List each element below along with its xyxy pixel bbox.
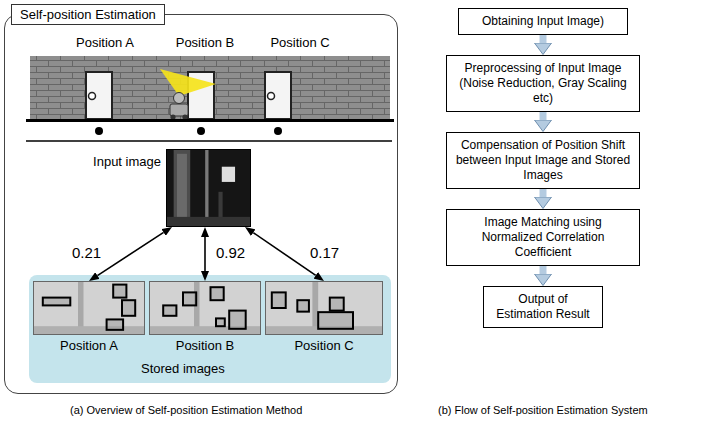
door-knob: [89, 93, 96, 100]
stored-images-band: Stored imagesPosition APosition BPositio…: [29, 275, 391, 383]
photo: [266, 282, 382, 334]
score-label: 0.21: [70, 244, 103, 261]
photo-ground: [34, 282, 144, 334]
feature-box: [216, 318, 225, 326]
position-label: Position A: [45, 35, 165, 50]
input-image: Input image: [166, 149, 251, 227]
position-dot: [197, 127, 205, 135]
process-box: Preprocessing of Input Image (Noise Redu…: [446, 55, 640, 112]
band-fill: [29, 275, 391, 383]
score-label: 0.17: [308, 244, 341, 261]
process-label: Preprocessing of Input Image (Noise Redu…: [453, 61, 633, 106]
position-dot: [274, 127, 282, 135]
stored-image: Position C: [265, 281, 383, 335]
separator-line: [26, 140, 392, 142]
feature-box: [107, 319, 124, 329]
process-box: Output of Estimation Result: [483, 286, 603, 328]
robot-wheel: [170, 114, 175, 119]
process-box: Compensation of Position Shift between I…: [446, 132, 640, 189]
image-caption: Position C: [266, 338, 382, 353]
robot-head: [174, 93, 185, 104]
photo-ground: [167, 150, 250, 226]
door-knob: [268, 93, 275, 100]
band-caption: Stored images: [141, 361, 225, 376]
feature-box: [211, 287, 224, 300]
photo-door: [174, 150, 191, 226]
figure-panel: Self-position EstimationInput imageStore…: [4, 14, 398, 394]
door: [265, 72, 291, 119]
photo: [34, 282, 144, 334]
image-caption: Position B: [150, 338, 260, 353]
figure-caption: (b) Flow of Self-position Estimation Sys…: [438, 404, 648, 416]
flow-arrow: [540, 189, 547, 197]
photo-door: [177, 154, 187, 222]
process-label: Image Matching using Normalized Correlat…: [453, 215, 633, 260]
panel-heading: Self-position Estimation: [11, 4, 165, 25]
stored-image: Position B: [149, 281, 261, 335]
feature-box: [272, 292, 286, 308]
feature-box: [229, 311, 246, 329]
flow-arrow: [540, 35, 547, 43]
process-label: Compensation of Position Shift between I…: [453, 138, 633, 183]
door: [86, 72, 112, 119]
photo-ground: [150, 282, 260, 334]
brick-wall: [30, 56, 390, 119]
image-caption: Position A: [34, 338, 144, 353]
photo: [150, 282, 260, 334]
feature-box: [163, 305, 176, 315]
position-label: Position C: [240, 35, 360, 50]
image-caption: Input image: [71, 154, 161, 169]
photo-notice: [222, 167, 235, 182]
feature-box: [113, 285, 126, 298]
position-label: Position B: [145, 35, 265, 50]
camera-view: [160, 69, 216, 96]
robot-body: [170, 104, 188, 116]
feature-box: [43, 298, 71, 306]
double-arrow: [204, 237, 206, 271]
double-arrow: [253, 233, 315, 276]
feature-box: [122, 300, 135, 316]
robot-wheel: [182, 114, 187, 119]
feature-box: [183, 292, 196, 305]
photo-floor: [167, 217, 250, 226]
feature-box: [330, 298, 344, 311]
score-label: 0.92: [214, 244, 247, 261]
process-label: Obtaining Input Image): [465, 14, 621, 29]
process-box: Image Matching using Normalized Correlat…: [446, 209, 640, 266]
process-label: Output of Estimation Result: [490, 292, 596, 322]
flow-arrow: [540, 266, 547, 274]
band-layer: [29, 275, 391, 383]
position-dot: [95, 127, 103, 135]
figure-caption: (a) Overview of Self-position Estimation…: [70, 404, 302, 416]
feature-box: [318, 312, 353, 329]
stored-image: Position A: [33, 281, 145, 335]
floor-line: [26, 119, 394, 122]
double-arrow: [97, 232, 163, 275]
process-box: Obtaining Input Image): [458, 8, 628, 35]
photo-ground: [266, 282, 382, 334]
feature-box: [297, 300, 309, 311]
photo: [167, 150, 250, 226]
photo-floor: [34, 326, 144, 334]
photo-frame: [205, 150, 208, 226]
flow-arrow: [540, 112, 547, 120]
